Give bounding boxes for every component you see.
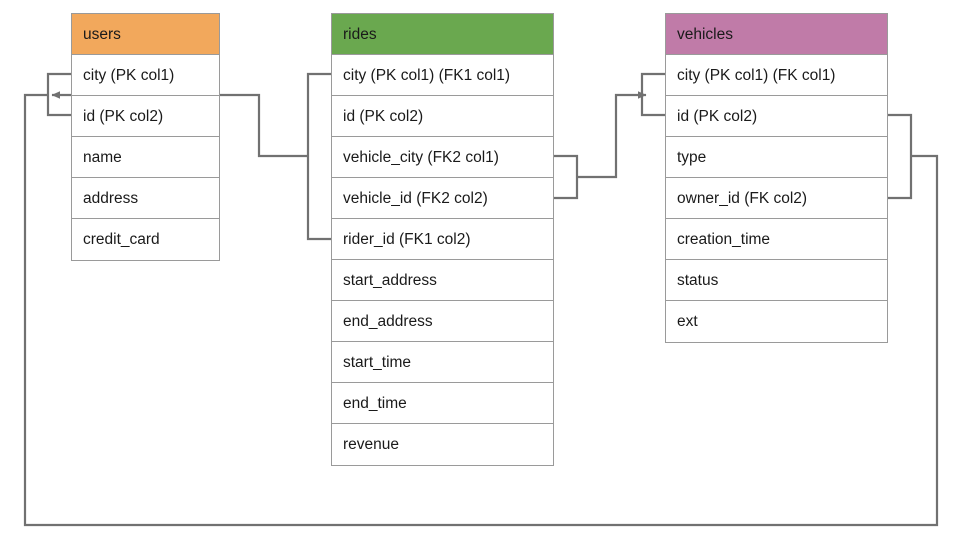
table-vehicles-column-owner-id[interactable]: owner_id (FK col2) (666, 178, 887, 219)
table-users-header: users (72, 14, 219, 55)
table-rides-column-start-address[interactable]: start_address (332, 260, 553, 301)
table-users-column-credit-card[interactable]: credit_card (83, 231, 160, 248)
table-vehicles-column-status[interactable]: status (666, 260, 887, 301)
table-rides-column-rider-id[interactable]: rider_id (FK1 col2) (332, 219, 553, 260)
rides-fk2-bracket (554, 154, 579, 200)
vehicles-fk-bracket (888, 113, 913, 200)
table-users-column-name[interactable]: name (72, 137, 219, 178)
table-users-column-city[interactable]: city (PK col1) (72, 55, 219, 96)
table-vehicles-header: vehicles (666, 14, 887, 55)
table-users-column-id[interactable]: id (PK col2) (72, 96, 219, 137)
table-rides-column-start-time[interactable]: start_time (332, 342, 553, 383)
table-vehicles-column-city[interactable]: city (PK col1) (FK col1) (666, 55, 887, 96)
table-rides-column-end-time[interactable]: end_time (332, 383, 553, 424)
rides-fk1-bracket (306, 72, 331, 241)
table-vehicles-column-id[interactable]: id (PK col2) (666, 96, 887, 137)
table-vehicles-column-type[interactable]: type (666, 137, 887, 178)
table-users-column-address[interactable]: address (72, 178, 219, 219)
table-rides-column-vehicle-city[interactable]: vehicle_city (FK2 col1) (332, 137, 553, 178)
connector-rides-fk2-to-vehicles (577, 91, 647, 179)
table-rides-column-id[interactable]: id (PK col2) (332, 96, 553, 137)
table-vehicles-column-ext[interactable]: ext (677, 313, 698, 330)
table-vehicles-column-creation-time[interactable]: creation_time (666, 219, 887, 260)
table-rides-header: rides (332, 14, 553, 55)
table-users[interactable]: users city (PK col1) id (PK col2) name a… (71, 13, 220, 261)
table-rides-column-end-address[interactable]: end_address (332, 301, 553, 342)
table-rides-column-revenue[interactable]: revenue (343, 436, 400, 453)
connector-vehicles-fk-to-users (23, 93, 939, 527)
table-rides-column-vehicle-id[interactable]: vehicle_id (FK2 col2) (332, 178, 553, 219)
table-rides[interactable]: rides city (PK col1) (FK1 col1) id (PK c… (331, 13, 554, 466)
table-rides-column-city[interactable]: city (PK col1) (FK1 col1) (332, 55, 553, 96)
table-vehicles[interactable]: vehicles city (PK col1) (FK col1) id (PK… (665, 13, 888, 343)
